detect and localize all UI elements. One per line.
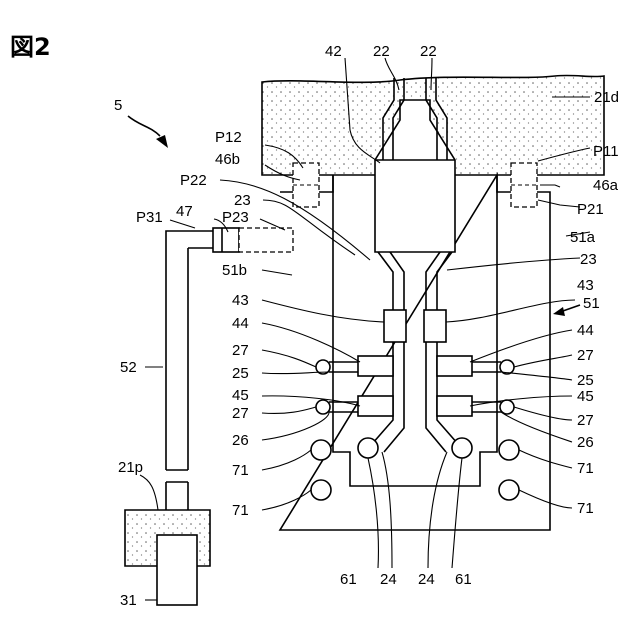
label-31: 31	[120, 592, 137, 609]
label-27-right-lower: 27	[577, 412, 594, 429]
label-27-right-upper: 27	[577, 347, 594, 364]
hole-71-right-upper	[499, 440, 519, 460]
label-22-right: 22	[420, 43, 437, 60]
label-46a: 46a	[593, 177, 619, 194]
connector-47	[213, 228, 239, 252]
label-61-right: 61	[455, 571, 472, 588]
element-45-left	[358, 396, 393, 416]
label-45-left: 45	[232, 387, 249, 404]
label-21p: 21p	[118, 459, 143, 476]
label-24-left: 24	[380, 571, 397, 588]
waveguide-23-right-b	[426, 252, 446, 452]
cable-52	[166, 231, 213, 470]
label-52: 52	[120, 359, 137, 376]
label-p21: P21	[577, 201, 604, 218]
label-27-left-lower: 27	[232, 405, 249, 422]
element-45-right	[437, 396, 472, 416]
label-22-left: 22	[373, 43, 390, 60]
figure-title: 図2	[10, 33, 51, 61]
label-p12: P12	[215, 129, 242, 146]
element-44-left	[358, 356, 393, 376]
label-p23: P23	[222, 209, 249, 226]
label-26-right: 26	[577, 434, 594, 451]
label-p22: P22	[180, 172, 207, 189]
connector-47-dashed	[239, 228, 293, 252]
label-44-left: 44	[232, 315, 249, 332]
label-47: 47	[176, 203, 193, 220]
hole-71-right-lower	[499, 480, 519, 500]
label-27-left-upper: 27	[232, 342, 249, 359]
terminal-61-left	[358, 438, 378, 458]
label-5: 5	[114, 97, 122, 114]
label-51a: 51a	[570, 229, 596, 246]
label-71-right-upper: 71	[577, 460, 594, 477]
label-51b: 51b	[222, 262, 247, 279]
arrow-5-head	[156, 135, 168, 148]
label-43-right: 43	[577, 277, 594, 294]
cable-52-break	[166, 470, 188, 510]
element-44-right	[437, 356, 472, 376]
arrow-51-head	[553, 307, 565, 316]
label-46b: 46b	[215, 151, 240, 168]
label-p31: P31	[136, 209, 163, 226]
hole-71-left-upper	[311, 440, 331, 460]
component-31	[157, 535, 197, 605]
label-21d: 21d	[594, 89, 619, 106]
label-44-right: 44	[577, 322, 594, 339]
label-23-top-left: 23	[234, 192, 251, 209]
element-43-left	[384, 310, 406, 342]
pad-27-left-lower	[316, 400, 330, 414]
label-51: 51	[583, 295, 600, 312]
label-26-left: 26	[232, 432, 249, 449]
hole-71-left-lower	[311, 480, 331, 500]
label-23-right: 23	[580, 251, 597, 268]
label-p11: P11	[593, 143, 619, 160]
label-24-right: 24	[418, 571, 435, 588]
waveguide-23-left-b	[384, 252, 404, 452]
label-25-left: 25	[232, 365, 249, 382]
label-71-left-lower: 71	[232, 502, 249, 519]
label-61-left: 61	[340, 571, 357, 588]
terminal-61-right	[452, 438, 472, 458]
label-45-right: 45	[577, 388, 594, 405]
label-42: 42	[325, 43, 342, 60]
element-43-right	[424, 310, 446, 342]
label-25-right: 25	[577, 372, 594, 389]
label-43-left: 43	[232, 292, 249, 309]
label-71-right-lower: 71	[577, 500, 594, 517]
pad-27-right-lower	[500, 400, 514, 414]
arrow-5	[128, 116, 160, 136]
label-71-left-upper: 71	[232, 462, 249, 479]
